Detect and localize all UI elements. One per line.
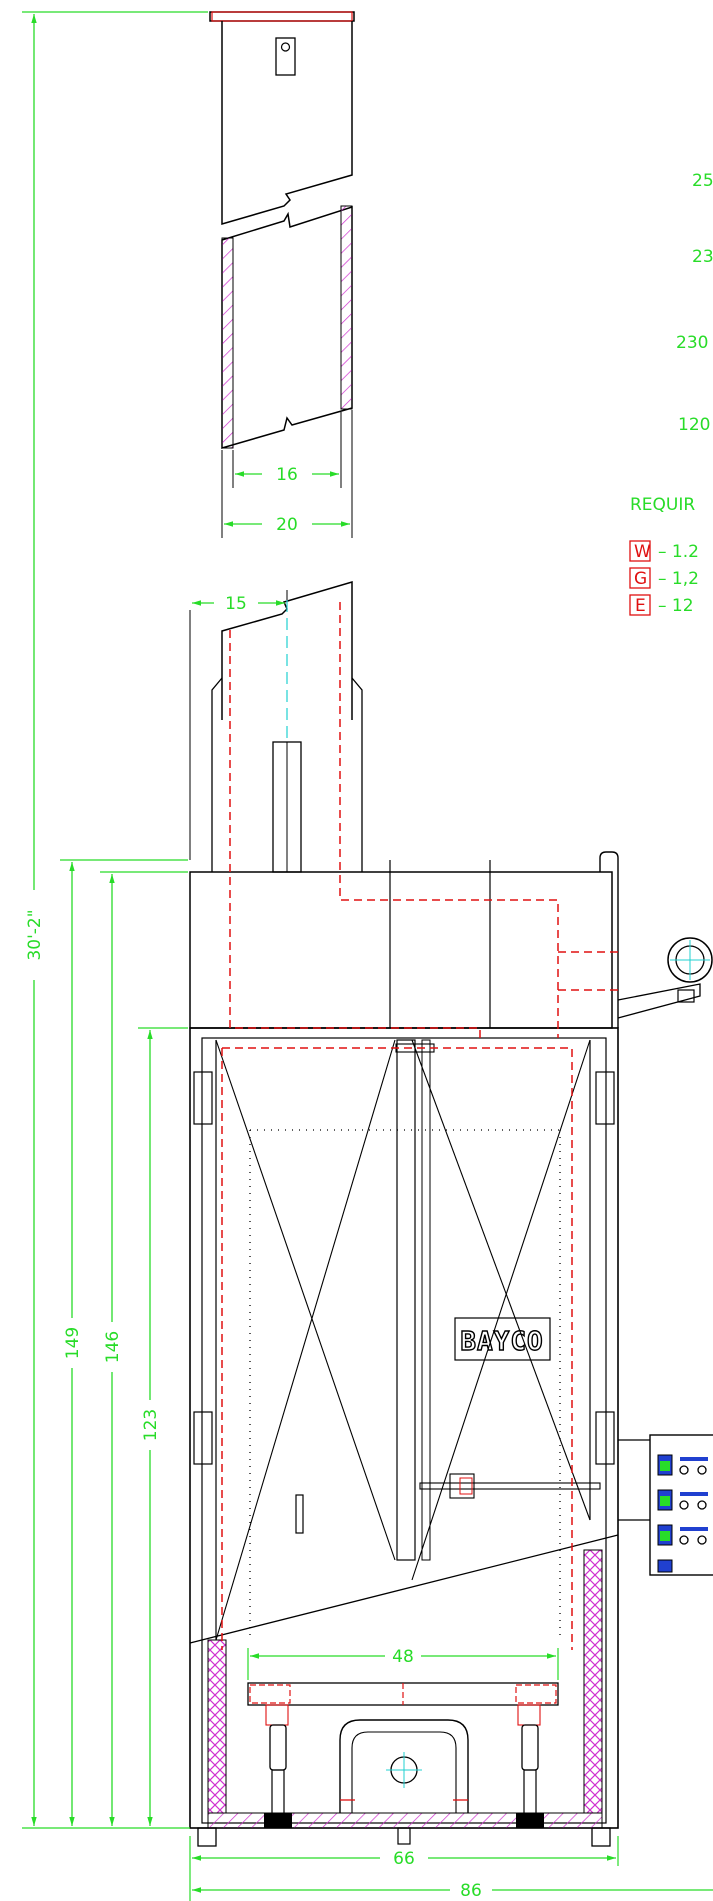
dimension-123: 123 (141, 1030, 161, 1826)
logo-plate (454, 1317, 551, 1361)
chute-wall-hatch-left (221, 237, 234, 449)
dimension-overall-86: 86 (192, 1881, 713, 1901)
chute-dimension-20: 20 (224, 515, 350, 535)
control-panel-icon (618, 1434, 713, 1576)
dim-15-label: 15 (225, 594, 247, 614)
chute-wall-hatch-right (340, 205, 353, 410)
dimension-149: 149 (63, 862, 83, 1826)
dim-48-label: 48 (392, 1647, 414, 1667)
dim-86-label: 86 (460, 1881, 482, 1901)
dimension-base-66: 66 (189, 1836, 619, 1901)
side-spec-labels: 25 23 230 120 (676, 171, 713, 435)
dimension-146: 146 (103, 874, 123, 1826)
dim-16-label: 16 (276, 465, 298, 485)
chute-section (209, 11, 355, 538)
req-text-e: – 12 (658, 596, 694, 616)
logo-text: BAYCO (460, 1327, 543, 1357)
spec-label-2: 23 (692, 247, 713, 267)
req-code-g: G (634, 569, 647, 589)
requirements-heading: REQUIR (630, 495, 695, 515)
dimension-platen-48: 48 (247, 1647, 559, 1680)
dim-20-label: 20 (276, 515, 298, 535)
tow-pocket (339, 1719, 469, 1813)
dim-total-height-label: 30'-2" (25, 909, 45, 960)
chute-offset-dimension: 15 (189, 590, 288, 860)
req-text-g: – 1,2 (658, 569, 699, 589)
dim-149-label: 149 (63, 1327, 83, 1359)
fan-motor-icon (617, 937, 713, 1019)
chute-top-flange (209, 11, 355, 22)
spec-label-1: 25 (692, 171, 713, 191)
baler-body: BAYCO (189, 851, 619, 1847)
req-code-e: E (635, 596, 646, 616)
dim-123-label: 123 (141, 1409, 161, 1441)
caster-right (516, 1704, 544, 1828)
spec-label-4: 120 (678, 415, 710, 435)
dim-146-label: 146 (103, 1331, 123, 1363)
dim-66-label: 66 (393, 1849, 415, 1869)
spec-label-3: 230 (676, 333, 708, 353)
requirements-legend: REQUIR W – 1.2 G – 1,2 E – 12 (629, 495, 699, 616)
chute-upper (221, 21, 353, 225)
caster-left (264, 1704, 292, 1828)
chute-access-plate (275, 37, 296, 76)
chute-dimension-16: 16 (235, 465, 339, 485)
door-lever (419, 1482, 601, 1490)
dimension-total-height: 30'-2" (25, 14, 45, 1826)
req-code-w: W (634, 542, 651, 562)
chute-lower (221, 205, 353, 449)
door-latch (295, 1494, 304, 1534)
req-text-w: – 1.2 (658, 542, 699, 562)
hidden-lines (221, 602, 622, 1650)
